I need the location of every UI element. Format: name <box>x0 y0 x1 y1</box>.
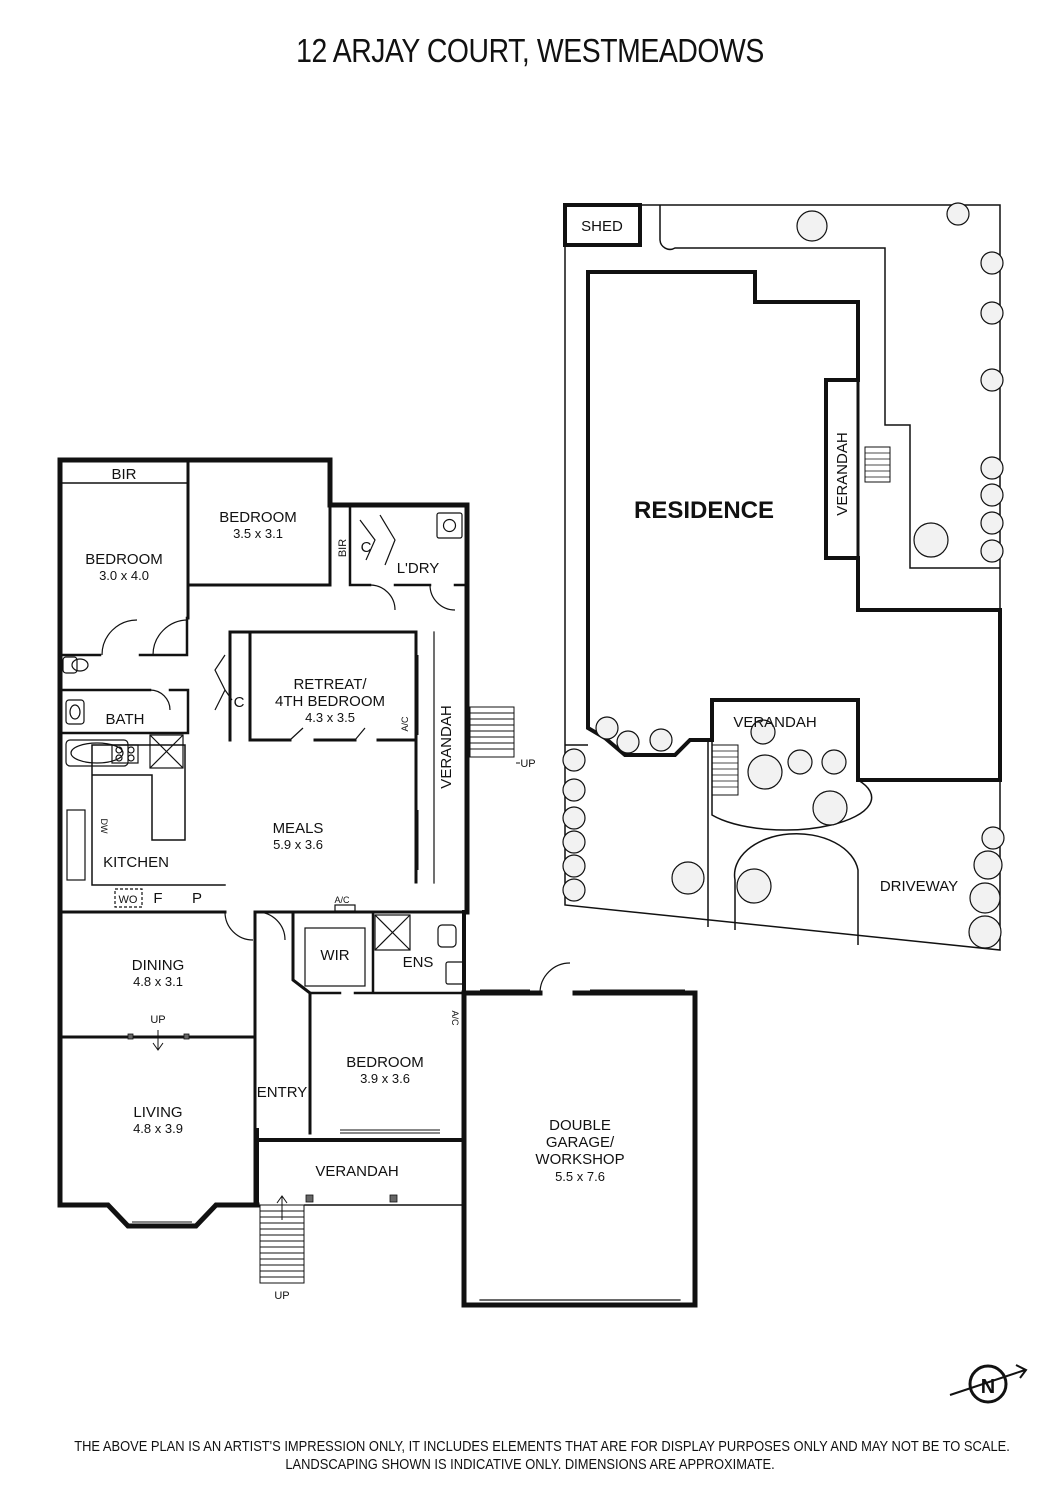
compass-label: N <box>981 1376 995 1398</box>
north-compass <box>949 1364 1028 1404</box>
living-dim: 4.8 x 3.9 <box>133 1121 183 1136</box>
bedroom3-name: BEDROOM <box>346 1054 424 1071</box>
retreat-dim: 4.3 x 3.5 <box>305 710 355 725</box>
verandah-posts <box>127 1033 398 1203</box>
meals-name: MEALS <box>273 820 324 837</box>
bedroom1-dim: 3.0 x 4.0 <box>99 568 149 583</box>
c-linen-label: C <box>361 539 372 556</box>
laundry-label: L'DRY <box>397 560 440 577</box>
disclaimer-line-2: LANDSCAPING SHOWN IS INDICATIVE ONLY. DI… <box>285 1456 775 1473</box>
ac3-label: A/C <box>450 1010 460 1026</box>
fixtures <box>62 512 465 987</box>
bath-label: BATH <box>106 711 145 728</box>
dining-dim: 4.8 x 3.1 <box>133 974 183 989</box>
up-dining-label: UP <box>150 1014 165 1026</box>
garage-line1: DOUBLE <box>549 1117 611 1134</box>
meals-dim: 5.9 x 3.6 <box>273 837 323 852</box>
retreat-name-1: RETREAT/ <box>293 676 367 693</box>
residence-label: RESIDENCE <box>634 497 774 524</box>
site-trees <box>562 202 1005 949</box>
kitchen-label: KITCHEN <box>103 854 169 871</box>
c-retreat-label: C <box>234 694 245 711</box>
page-title: 12 ARJAY COURT, WESTMEADOWS <box>296 32 764 69</box>
retreat-name-2: 4TH BEDROOM <box>275 693 385 710</box>
disclaimer-line-1: THE ABOVE PLAN IS AN ARTIST'S IMPRESSION… <box>74 1438 1010 1455</box>
garage-line2: GARAGE/ <box>546 1134 615 1151</box>
driveway-label: DRIVEWAY <box>880 878 958 895</box>
bedroom3-dim: 3.9 x 3.6 <box>360 1071 410 1086</box>
bedroom1-name: BEDROOM <box>85 551 163 568</box>
verandah-rear-label: VERANDAH <box>834 432 851 515</box>
dw-label: DW <box>99 819 109 834</box>
living-name: LIVING <box>133 1104 182 1121</box>
ac2-label: A/C <box>334 895 350 905</box>
verandah-site-front-label: VERANDAH <box>733 714 816 731</box>
room-labels: BIR BEDROOM 3.0 x 4.0 BEDROOM 3.5 x 3.1 … <box>85 218 958 1302</box>
wo-label: WO <box>119 894 138 906</box>
f-label: F <box>153 890 162 907</box>
site-boundary <box>563 203 1002 951</box>
bedroom2-name: BEDROOM <box>219 509 297 526</box>
bedroom2-dim: 3.5 x 3.1 <box>233 526 283 541</box>
garage-line3: WORKSHOP <box>535 1151 624 1168</box>
verandah-side-label: VERANDAH <box>438 705 455 788</box>
wir-label: WIR <box>320 947 349 964</box>
dining-name: DINING <box>132 957 185 974</box>
garage-dim: 5.5 x 7.6 <box>555 1169 605 1184</box>
ac1-label: A/C <box>400 716 410 732</box>
door-swings <box>101 514 571 994</box>
windows <box>57 457 685 1227</box>
stairs <box>152 706 520 1284</box>
up-front-label: UP <box>274 1290 289 1302</box>
ens-label: ENS <box>403 954 434 971</box>
disclaimer: THE ABOVE PLAN IS AN ARTIST'S IMPRESSION… <box>74 1438 1010 1474</box>
bir-side-label: BIR <box>337 539 349 557</box>
shed-label: SHED <box>581 218 623 235</box>
entry-label: ENTRY <box>257 1084 308 1101</box>
verandah-front-label: VERANDAH <box>315 1163 398 1180</box>
bir-top-label: BIR <box>111 466 136 483</box>
up-side-label: UP <box>520 758 535 770</box>
p-label: P <box>192 890 202 907</box>
